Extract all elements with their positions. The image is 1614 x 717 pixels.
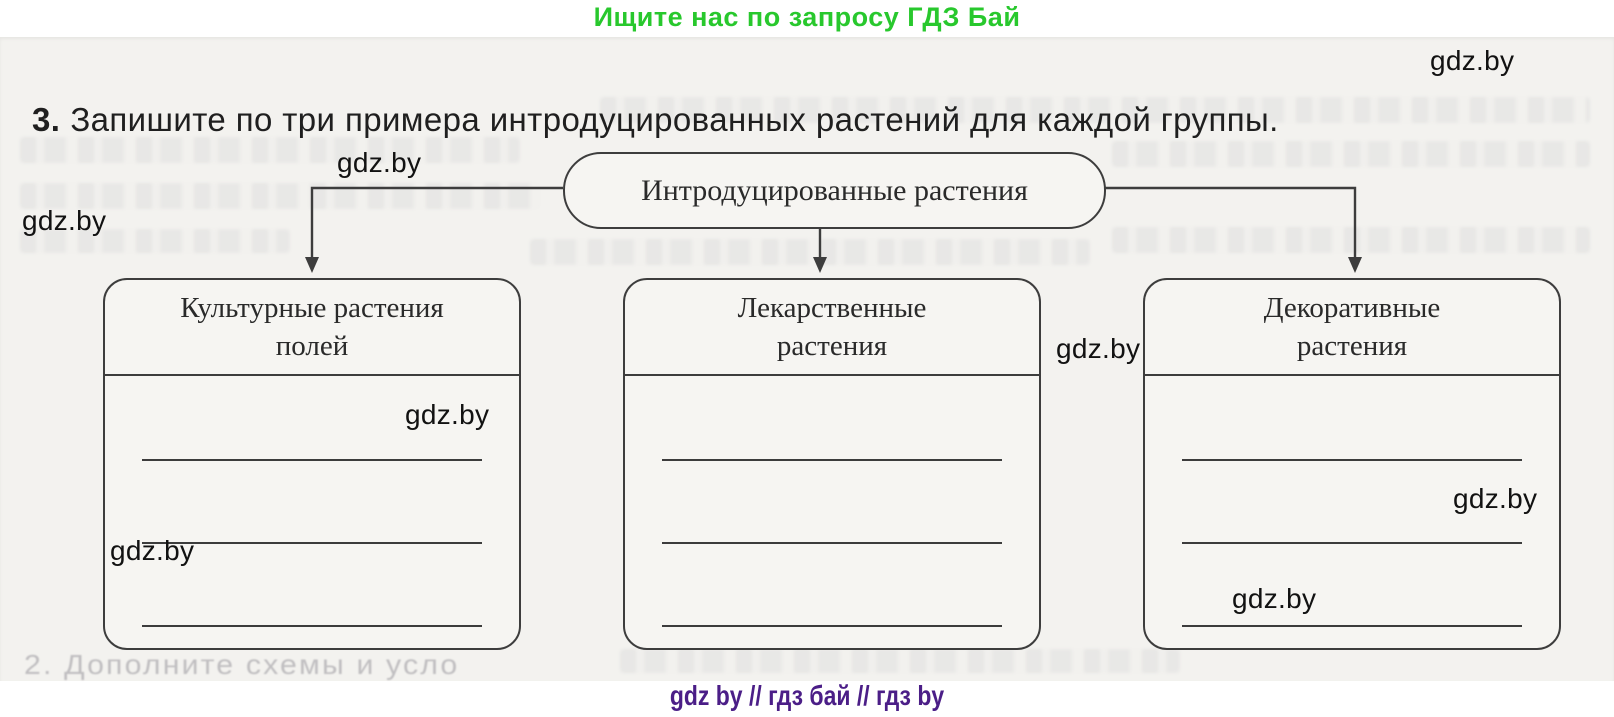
answer-blank-line (142, 625, 482, 627)
gdz-watermark: gdz.by (405, 399, 490, 430)
answer-blank-line (1182, 459, 1522, 461)
task-number: 3. (32, 101, 61, 138)
gdz-watermark: gdz.by (1056, 333, 1141, 364)
answer-blank-line (142, 459, 482, 461)
group-box-cultivated-plants: Культурные растения полей (103, 278, 521, 650)
gdz-watermark: gdz.by (337, 147, 422, 178)
bleed-through-artifact (530, 239, 1090, 265)
gdz-watermark: gdz.by (1453, 483, 1538, 514)
group-title-line2: растения (1296, 330, 1408, 362)
bleed-through-text: 2. Дополните схемы и усло (24, 649, 460, 680)
gdz-watermark: gdz.by (1430, 45, 1515, 76)
bleed-through-artifact (1112, 141, 1590, 167)
group-title-line1: Декоративные (1263, 291, 1441, 324)
group-title-line1: Лекарственные (737, 291, 927, 324)
scanned-page: 2. Дополните схемы и усло 3.Запишите по … (0, 37, 1614, 681)
group-title-line1: Культурные растения (180, 291, 444, 324)
arrowhead-left (305, 257, 319, 273)
arrowhead-right (1348, 257, 1362, 273)
group-title-line2: полей (275, 330, 349, 362)
answer-blank-line (662, 542, 1002, 544)
diagram-connectors (305, 186, 1362, 273)
answer-blank-line (662, 625, 1002, 627)
bleed-through-artifact (20, 229, 290, 253)
group-title: Культурные растения полей (105, 280, 519, 376)
answer-blank-line (1182, 625, 1522, 627)
bleed-through-artifact (620, 649, 1180, 673)
root-node-introduced-plants: Интродуцированные растения (563, 152, 1106, 229)
group-title: Декоративные растения (1145, 280, 1559, 376)
gdz-watermark: gdz.by (110, 535, 195, 566)
arrowhead-middle (813, 257, 827, 273)
group-title: Лекарственные растения (625, 280, 1039, 376)
gdz-watermark: gdz.by (22, 205, 107, 236)
bleed-through-artifact (20, 137, 520, 163)
task-title: 3.Запишите по три примера интродуцирован… (32, 101, 1592, 139)
answer-blank-line (142, 542, 482, 544)
bleed-through-artifact (1112, 227, 1590, 253)
task-text: Запишите по три примера интродуцированны… (70, 101, 1279, 138)
bleed-through-artifact (600, 97, 1590, 123)
group-title-line2: растения (776, 330, 888, 362)
group-box-medicinal-plants: Лекарственные растения (623, 278, 1041, 650)
gdz-footer-banner: gdz by // гдз бай // гдз by (669, 680, 945, 711)
group-box-decorative-plants: Декоративные растения (1143, 278, 1561, 650)
answer-blank-line (662, 459, 1002, 461)
answer-blank-line (1182, 542, 1522, 544)
gdz-promo-banner: Ищите нас по запросу ГДЗ Бай (593, 2, 1021, 32)
gdz-watermark: gdz.by (1232, 583, 1317, 614)
